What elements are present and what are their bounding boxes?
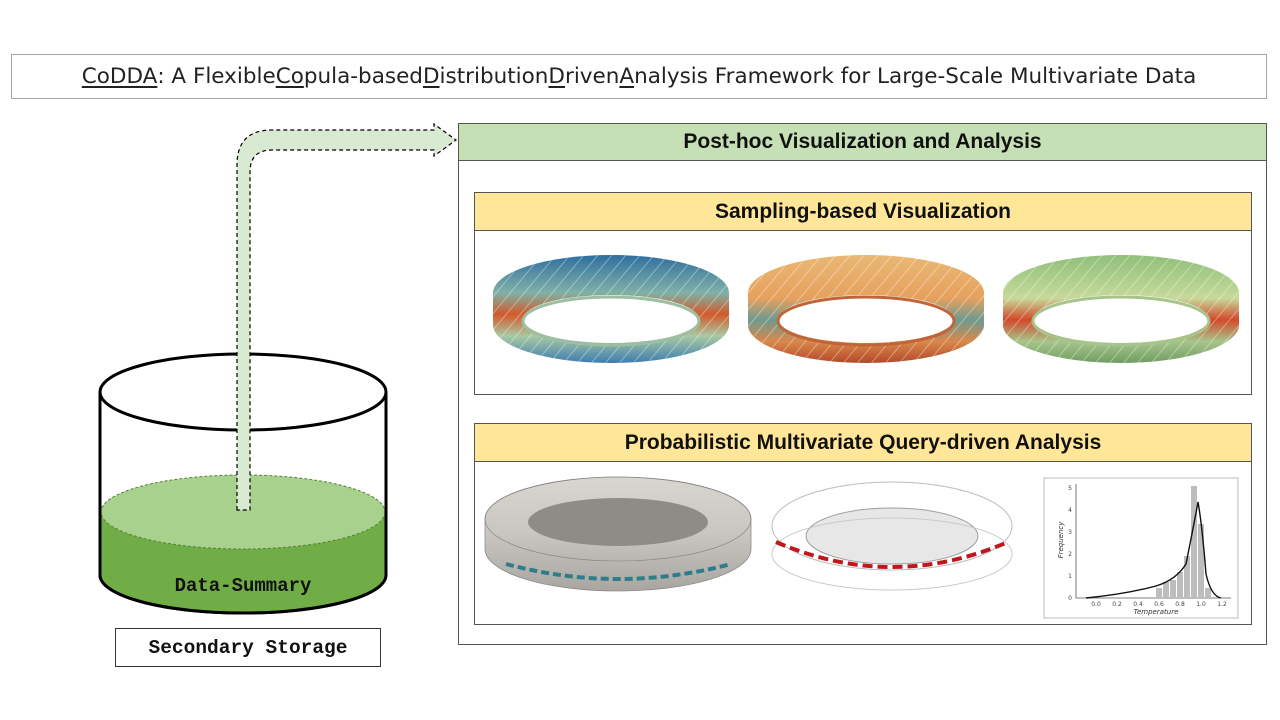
query-ring-wireframe <box>771 481 1013 591</box>
data-summary-label: Data-Summary <box>174 575 312 597</box>
title-part: istribution <box>439 64 549 89</box>
histogram-x-ticks: 0.0 0.2 0.4 0.6 0.8 1.0 1.2 <box>1091 601 1227 608</box>
sampling-visualizations <box>493 255 1239 363</box>
sampling-ring-3 <box>1003 255 1239 363</box>
xtick: 0.0 <box>1091 601 1101 608</box>
data-summary-surface <box>101 475 385 549</box>
ytick: 2 <box>1068 551 1072 558</box>
ytick: 3 <box>1068 529 1072 536</box>
title-part: pula-based <box>303 64 423 89</box>
xtick: 1.0 <box>1196 601 1206 608</box>
temperature-histogram: 0 1 2 3 4 5 0.0 0.2 0.4 0.6 0.8 1.0 1.2 … <box>1043 477 1239 619</box>
title-part: D <box>548 64 565 89</box>
secondary-storage-label: Secondary Storage <box>115 628 381 667</box>
xtick: 0.2 <box>1112 601 1122 608</box>
flow-arrow <box>236 122 458 511</box>
sampling-ring-1 <box>493 255 729 363</box>
query-header: Probabilistic Multivariate Query-driven … <box>474 423 1252 462</box>
xtick: 0.8 <box>1175 601 1185 608</box>
title-part: riven <box>564 64 620 89</box>
xtick: 0.6 <box>1154 601 1164 608</box>
xtick: 1.2 <box>1217 601 1227 608</box>
posthoc-header: Post-hoc Visualization and Analysis <box>458 123 1267 161</box>
title-part: CoDDA <box>81 64 158 89</box>
histogram-y-ticks: 0 1 2 3 4 5 <box>1068 485 1072 602</box>
ytick: 4 <box>1068 507 1072 514</box>
sampling-ring-2 <box>748 255 984 363</box>
histogram-ylabel: Frequency <box>1057 521 1065 559</box>
title-part: D <box>422 64 440 89</box>
xtick: 0.4 <box>1133 601 1143 608</box>
title-part: : A Flexible <box>157 64 276 89</box>
query-ring-gray <box>484 476 752 592</box>
ytick: 1 <box>1068 573 1072 580</box>
query-visualizations: 0 1 2 3 4 5 0.0 0.2 0.4 0.6 0.8 1.0 1.2 … <box>484 476 1239 619</box>
title-part: Co <box>275 64 304 89</box>
title-part: nalysis Framework for Large-Scale Multiv… <box>634 64 1197 89</box>
sampling-header: Sampling-based Visualization <box>474 192 1252 231</box>
title-part: A <box>619 64 635 89</box>
histogram-xlabel: Temperature <box>1134 608 1179 616</box>
data-summary-liquid <box>101 512 385 612</box>
ytick: 5 <box>1068 485 1072 492</box>
ytick: 0 <box>1068 595 1072 602</box>
